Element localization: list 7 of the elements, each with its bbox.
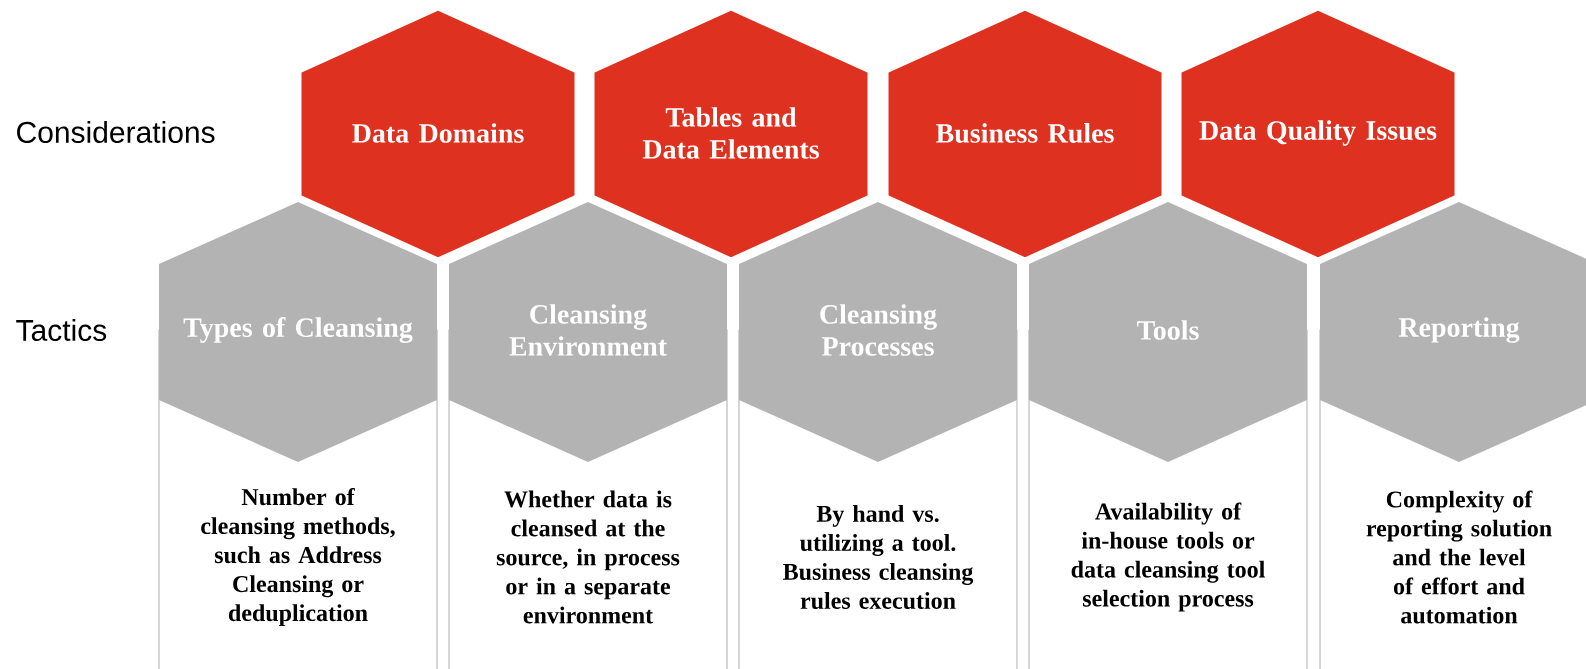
hexagon: Reporting — [1320, 202, 1586, 462]
hexagon: Tools — [1029, 202, 1307, 462]
row-label: Tactics — [16, 319, 107, 341]
hexagon: Types of Cleansing — [159, 202, 437, 462]
hexagon: Cleansing Environment — [449, 202, 727, 462]
hexagon: Cleansing Processes — [739, 202, 1017, 462]
row-label: Considerations — [17, 121, 215, 143]
